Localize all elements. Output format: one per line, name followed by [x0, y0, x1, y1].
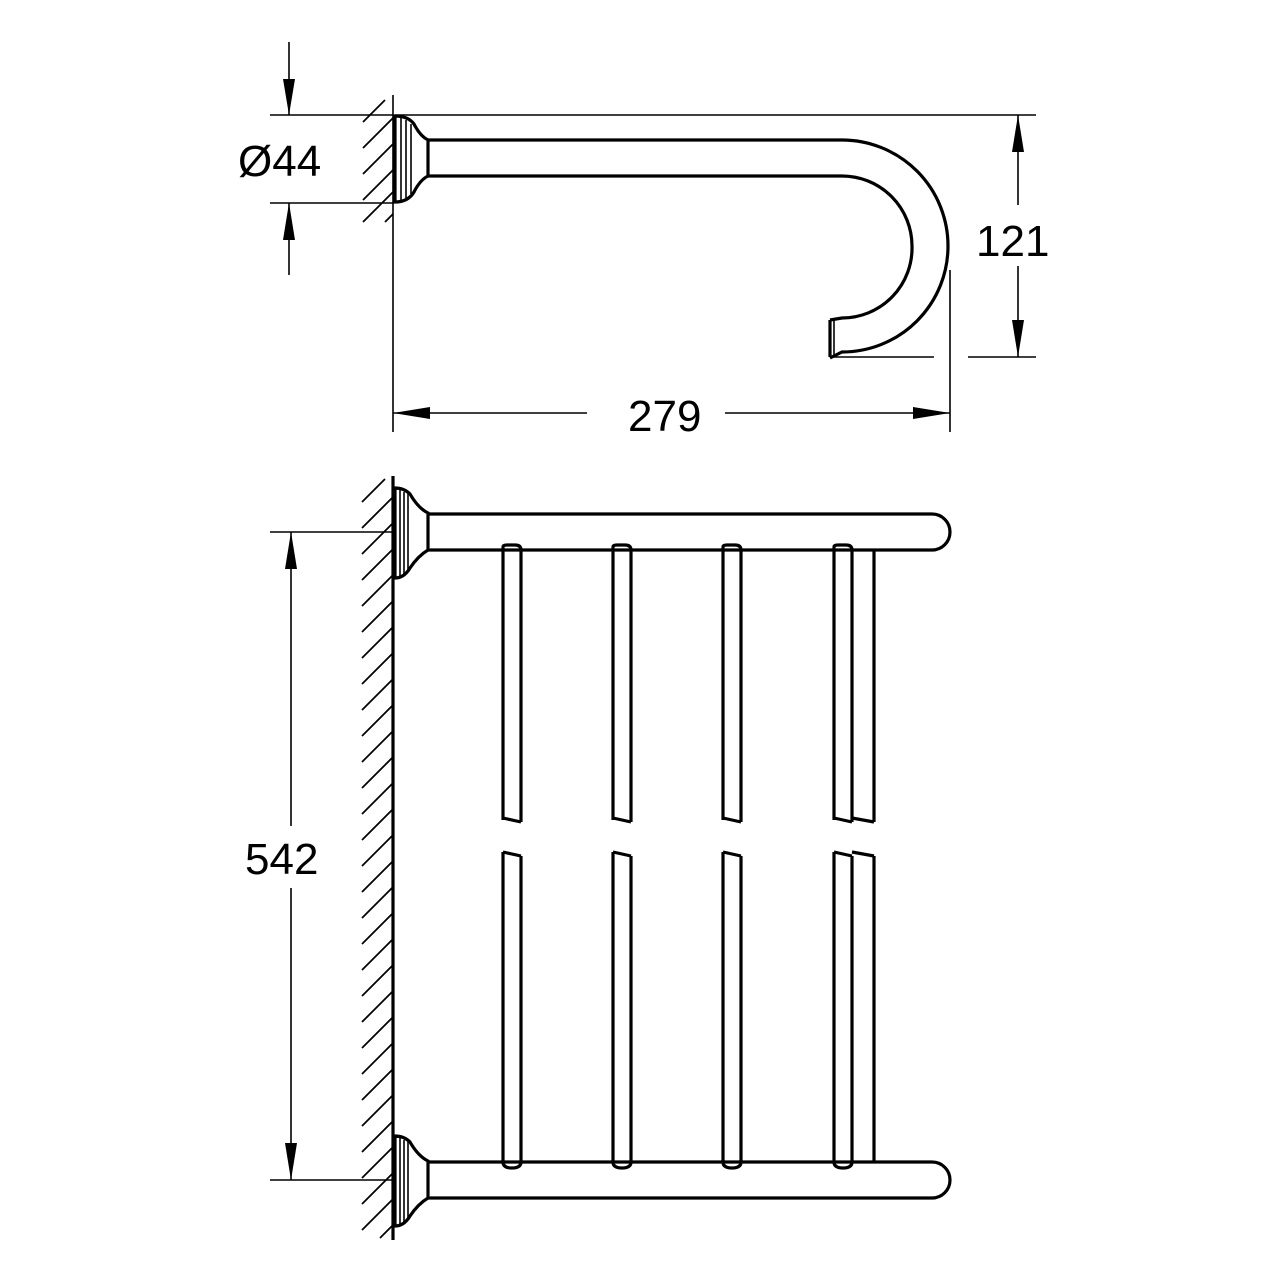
rail-lower	[428, 1160, 952, 1200]
dimension-width: 542	[245, 531, 393, 1181]
side-view: Ø44 121 279	[238, 42, 1049, 441]
top-view: 542	[245, 476, 952, 1240]
wall-flange-side	[393, 114, 430, 204]
wall-flange-upper	[393, 486, 430, 580]
cross-rod-4	[832, 543, 854, 1170]
wall-flange-lower	[393, 1134, 430, 1228]
cross-rod-3	[721, 543, 743, 1170]
projection-label: 279	[628, 392, 701, 441]
height-label: 121	[976, 217, 1049, 266]
cross-rod-1	[501, 543, 523, 1170]
wall-hatching-bottom	[361, 478, 394, 1239]
width-label: 542	[245, 835, 318, 884]
rail-upper	[428, 512, 952, 552]
diameter-label: Ø44	[238, 137, 321, 186]
wall-hatching-top	[362, 99, 394, 223]
dimension-height: 121	[395, 114, 1049, 358]
cross-rod-2	[611, 543, 633, 1170]
dimension-projection: 279	[393, 270, 951, 441]
dimension-flange-diameter: Ø44	[238, 42, 393, 275]
hook-arm	[428, 138, 950, 360]
cross-rod-5	[851, 550, 876, 1162]
